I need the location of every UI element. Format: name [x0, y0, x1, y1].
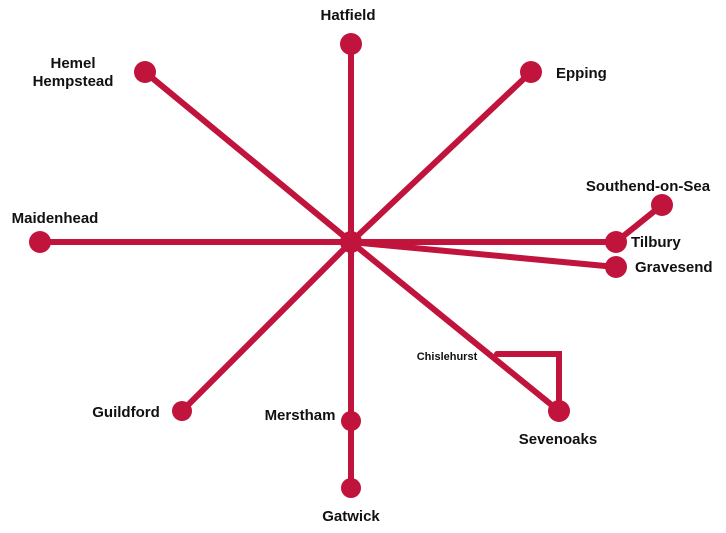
route-gravesend	[348, 239, 619, 270]
route-chislehurst-loop	[494, 351, 562, 414]
label-gravesend: Gravesend	[635, 259, 713, 276]
nodes	[29, 33, 673, 498]
label-hatfield: Hatfield	[320, 7, 375, 24]
label-guildford: Guildford	[92, 404, 160, 421]
hatfield-node	[340, 33, 362, 55]
label-hemel-hempstead-line2: Hempstead	[33, 73, 114, 90]
gatwick-node	[341, 478, 361, 498]
hemel-hempstead-node	[134, 61, 156, 83]
epping-node	[520, 61, 542, 83]
tilbury-node	[605, 231, 627, 253]
label-hemel-hempstead-line1: Hemel	[50, 55, 95, 72]
label-merstham: Merstham	[265, 407, 336, 424]
maidenhead-node	[29, 231, 51, 253]
southend-on-sea-node	[651, 194, 673, 216]
sevenoaks-node	[548, 400, 570, 422]
gravesend-node	[605, 256, 627, 278]
labels: Hatfield Hemel Hempstead Epping Southend…	[12, 7, 713, 525]
hub-node	[340, 231, 362, 253]
route-epping	[348, 69, 534, 245]
route-sevenoaks	[348, 239, 562, 414]
label-epping: Epping	[556, 65, 607, 82]
label-tilbury: Tilbury	[631, 234, 681, 251]
route-hemel-hempstead	[142, 69, 354, 245]
merstham-node	[341, 411, 361, 431]
label-gatwick: Gatwick	[322, 508, 380, 525]
route-guildford	[179, 239, 354, 414]
label-southend-on-sea: Southend-on-Sea	[586, 178, 711, 195]
guildford-node	[172, 401, 192, 421]
label-maidenhead: Maidenhead	[12, 210, 99, 227]
label-chislehurst: Chislehurst	[417, 351, 478, 363]
label-sevenoaks: Sevenoaks	[519, 431, 597, 448]
